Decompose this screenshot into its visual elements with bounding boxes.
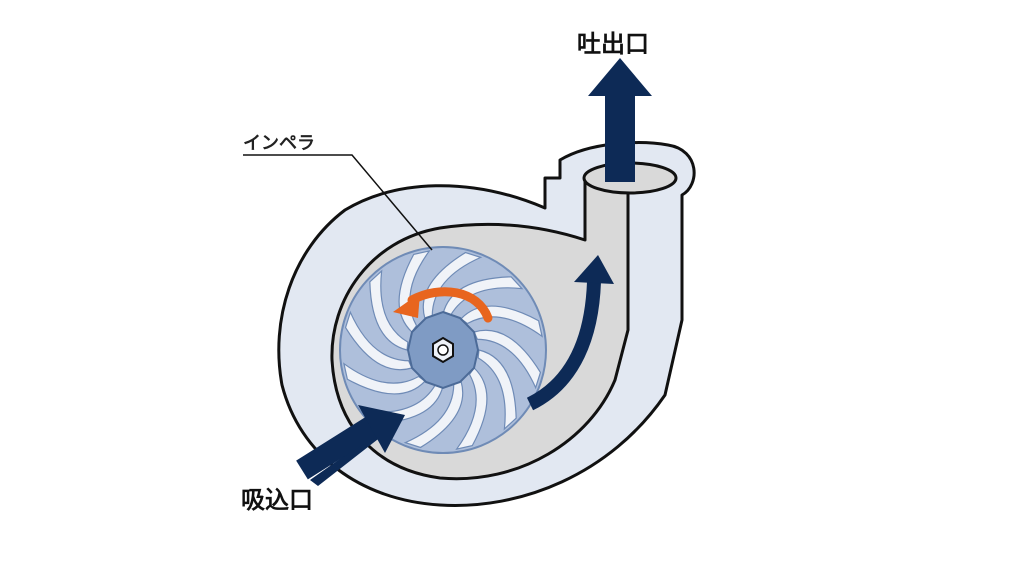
impeller-blade — [369, 269, 409, 351]
impeller-leader-line — [243, 154, 433, 251]
impeller-blade — [343, 362, 426, 395]
rotation-arrowhead — [393, 293, 420, 318]
internal-flow-arrowhead — [574, 255, 614, 284]
outlet-arrow-head — [588, 58, 652, 96]
inlet-label: 吸込口 — [241, 486, 313, 514]
impeller-blade — [403, 380, 464, 449]
impeller-label: インペラ — [243, 133, 315, 154]
outlet-label: 吐出口 — [577, 30, 649, 58]
impeller-blade — [473, 329, 542, 390]
hub-bore — [437, 344, 449, 356]
inlet-arrow-head — [358, 405, 405, 453]
internal-flow-arrow — [526, 281, 601, 411]
outlet-arrow-shaft — [605, 94, 635, 182]
rotation-arrow — [407, 287, 493, 323]
inlet-arrow-shaft — [296, 416, 378, 480]
impeller-blade — [455, 367, 488, 450]
impeller-blade — [477, 349, 517, 431]
impeller-blade — [344, 310, 413, 371]
